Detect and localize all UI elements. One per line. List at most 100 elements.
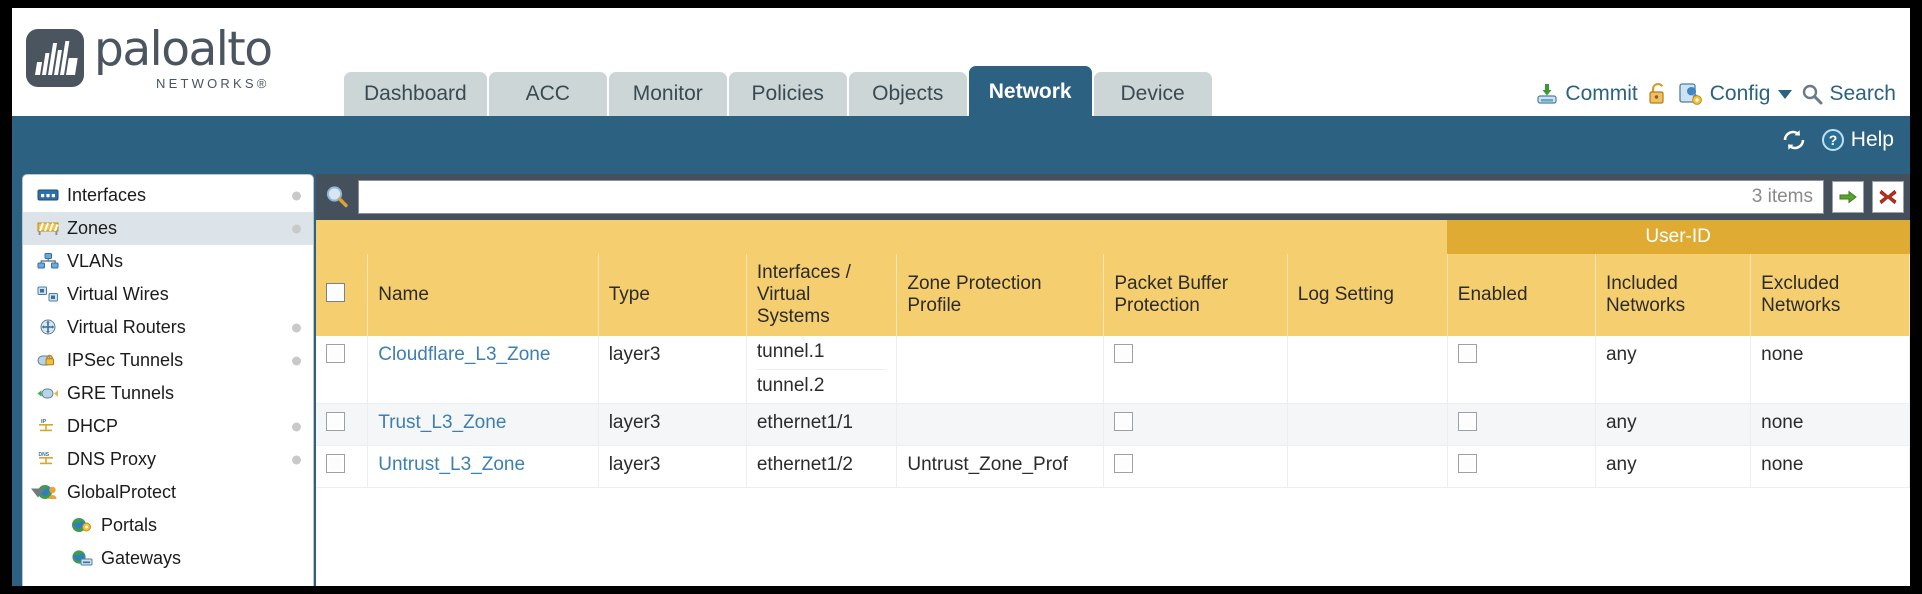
- sidebar-item-globalprotect[interactable]: GlobalProtect: [23, 476, 313, 509]
- table-row[interactable]: Cloudflare_L3_Zone layer3 tunnel.1 tunne…: [316, 336, 1910, 404]
- cell-included-networks: any: [1595, 336, 1752, 404]
- dns-proxy-icon: DNS: [37, 451, 59, 469]
- search-input[interactable]: 3 items: [358, 180, 1824, 214]
- sidebar-item-zones[interactable]: Zones: [23, 212, 313, 245]
- clear-filter-button[interactable]: [1872, 181, 1904, 213]
- items-count: 3 items: [1751, 186, 1813, 207]
- refresh-button[interactable]: [1781, 128, 1807, 152]
- cell-zone-protection-profile: [896, 403, 1105, 446]
- tab-monitor[interactable]: Monitor: [608, 71, 727, 116]
- cell-interfaces: tunnel.1 tunnel.2: [746, 336, 898, 404]
- lock-button[interactable]: [1647, 82, 1669, 106]
- palo-alto-firewall-window: paloalto NETWORKS® Dashboard ACC Monitor…: [12, 8, 1910, 586]
- packet-buffer-protection-checkbox[interactable]: [1114, 344, 1134, 363]
- userid-enabled-checkbox[interactable]: [1457, 412, 1477, 431]
- cell-interfaces: ethernet1/1: [746, 403, 898, 446]
- help-button[interactable]: ? Help: [1821, 128, 1894, 152]
- select-all-checkbox[interactable]: [326, 282, 345, 302]
- col-header-name[interactable]: Name: [367, 254, 599, 336]
- row-checkbox[interactable]: [326, 412, 345, 431]
- vlans-icon: [37, 252, 59, 271]
- band-actions: ? Help: [1781, 128, 1894, 152]
- apply-arrow-icon: [1838, 188, 1858, 206]
- zone-name-link[interactable]: Cloudflare_L3_Zone: [378, 344, 551, 365]
- cell-userid-enabled: [1447, 336, 1596, 404]
- sub-header-band: ? Help: [12, 116, 1910, 174]
- header-toolbar: Commit: [1535, 82, 1896, 106]
- cell-userid-enabled: [1447, 403, 1596, 446]
- col-header-log-setting[interactable]: Log Setting: [1287, 254, 1448, 336]
- sidebar-item-gateways[interactable]: Gateways: [23, 542, 313, 575]
- search-row: 3 items: [316, 174, 1910, 220]
- col-header-packet-buffer-protection[interactable]: Packet Buffer Protection: [1103, 254, 1288, 336]
- userid-enabled-checkbox[interactable]: [1457, 454, 1477, 473]
- cell-log-setting: [1287, 336, 1448, 404]
- search-magnifier-icon[interactable]: [324, 184, 350, 210]
- content-panel: 3 items: [316, 174, 1910, 586]
- sidebar-item-interfaces[interactable]: Interfaces: [23, 179, 313, 212]
- tab-objects[interactable]: Objects: [848, 71, 967, 116]
- sidebar-item-label: DHCP: [67, 416, 119, 436]
- cell-zone-protection-profile: [896, 336, 1105, 404]
- zone-name-link[interactable]: Trust_L3_Zone: [378, 412, 507, 433]
- cell-name: Cloudflare_L3_Zone: [367, 336, 599, 404]
- ipsec-tunnels-icon: [37, 352, 59, 370]
- status-dot: [292, 356, 301, 365]
- table-row[interactable]: Untrust_L3_Zone layer3 ethernet1/2 Untru…: [316, 445, 1910, 488]
- cell-excluded-networks: none: [1750, 403, 1910, 446]
- row-checkbox[interactable]: [326, 454, 345, 473]
- col-header-type[interactable]: Type: [598, 254, 747, 336]
- cell-log-setting: [1287, 403, 1448, 446]
- row-checkbox[interactable]: [326, 344, 345, 363]
- cell-log-setting: [1287, 445, 1448, 488]
- userid-enabled-checkbox[interactable]: [1457, 344, 1477, 363]
- sidebar-item-label: GRE Tunnels: [67, 383, 175, 403]
- search-button[interactable]: Search: [1801, 82, 1896, 106]
- zone-name-link[interactable]: Untrust_L3_Zone: [378, 454, 526, 475]
- sidebar-item-label: DNS Proxy: [67, 449, 157, 469]
- interface-item: tunnel.2: [756, 375, 825, 396]
- expand-triangle-icon[interactable]: [31, 488, 45, 497]
- sidebar-item-dns-proxy[interactable]: DNS DNS Proxy: [23, 443, 313, 476]
- col-header-zone-protection-profile[interactable]: Zone Protection Profile: [896, 254, 1105, 336]
- sidebar-item-vlans[interactable]: VLANs: [23, 245, 313, 278]
- config-menu[interactable]: Config: [1678, 82, 1793, 106]
- cell-type: layer3: [598, 403, 747, 446]
- sidebar-item-portals[interactable]: Portals: [23, 509, 313, 542]
- svg-text:IP: IP: [41, 419, 47, 425]
- tab-policies[interactable]: Policies: [728, 71, 847, 116]
- col-header-excluded-networks[interactable]: Excluded Networks: [1750, 254, 1910, 336]
- commit-save-icon: [1535, 82, 1559, 106]
- help-label: Help: [1850, 128, 1894, 151]
- packet-buffer-protection-checkbox[interactable]: [1114, 412, 1134, 431]
- sidebar-item-virtual-routers[interactable]: Virtual Routers: [23, 311, 313, 344]
- cell-name: Trust_L3_Zone: [367, 403, 599, 446]
- commit-button[interactable]: Commit: [1535, 82, 1638, 106]
- select-all-header: [316, 254, 369, 336]
- sidebar-item-label: Zones: [67, 218, 118, 238]
- group-header-userid: User-ID: [1447, 220, 1910, 254]
- col-header-interfaces[interactable]: Interfaces / Virtual Systems: [746, 254, 898, 336]
- cell-packet-buffer-protection: [1103, 403, 1288, 446]
- tab-network[interactable]: Network: [968, 65, 1092, 116]
- virtual-wires-icon: [37, 286, 59, 304]
- apply-filter-button[interactable]: [1832, 181, 1864, 213]
- col-header-included-networks[interactable]: Included Networks: [1595, 254, 1752, 336]
- gateways-icon: [71, 549, 93, 568]
- row-select-cell: [316, 403, 369, 446]
- tab-acc[interactable]: ACC: [488, 71, 607, 116]
- table-row[interactable]: Trust_L3_Zone layer3 ethernet1/1 any: [316, 403, 1910, 446]
- tab-dashboard[interactable]: Dashboard: [344, 71, 487, 116]
- lock-icon: [1647, 82, 1669, 106]
- cell-interfaces: ethernet1/2: [746, 445, 898, 488]
- sidebar-item-gre-tunnels[interactable]: GRE Tunnels: [23, 377, 313, 410]
- sidebar-item-virtual-wires[interactable]: Virtual Wires: [23, 278, 313, 311]
- col-header-enabled[interactable]: Enabled: [1447, 254, 1596, 336]
- sidebar-item-ipsec-tunnels[interactable]: IPSec Tunnels: [23, 344, 313, 377]
- sidebar-item-dhcp[interactable]: IP DHCP: [23, 410, 313, 443]
- packet-buffer-protection-checkbox[interactable]: [1114, 454, 1134, 473]
- cell-excluded-networks: none: [1750, 336, 1910, 404]
- brand-name: paloalto: [94, 22, 273, 77]
- status-dot: [292, 323, 301, 332]
- tab-device[interactable]: Device: [1093, 71, 1212, 116]
